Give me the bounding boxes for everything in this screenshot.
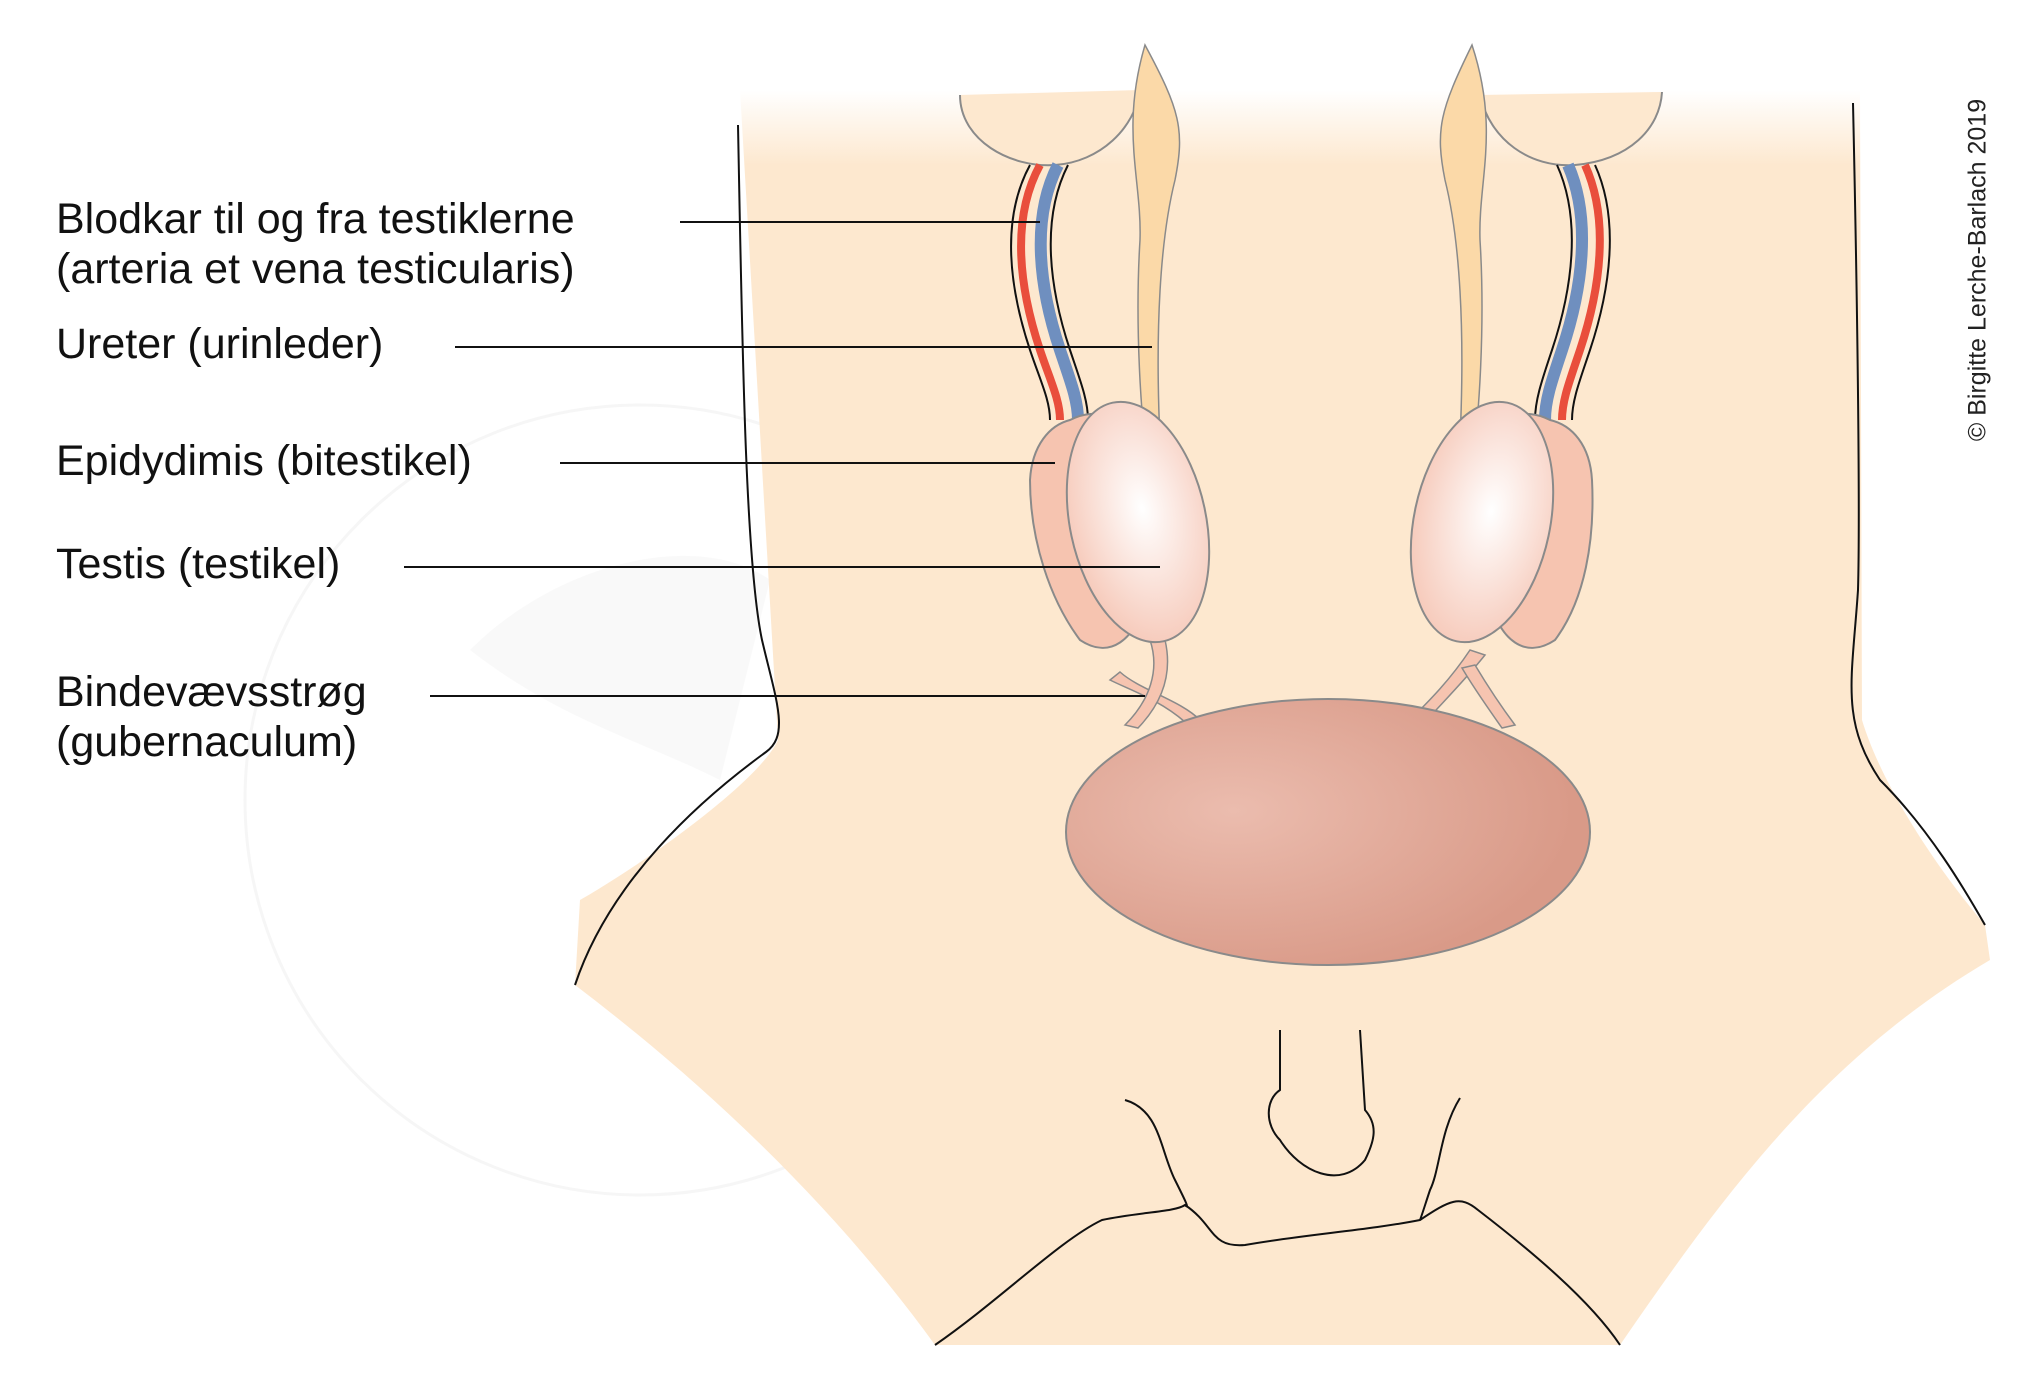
right-testicular-vein	[1539, 162, 1589, 421]
label-vessels-line1: Blodkar til og fra testiklerne	[56, 195, 575, 243]
right-kidney	[1479, 91, 1663, 167]
right-testicular-artery	[1558, 163, 1604, 421]
label-ureter: Ureter (urinleder)	[56, 320, 384, 368]
label-gubernaculum-line1: Bindevævsstrøg	[56, 668, 367, 716]
label-gubernaculum-line2: (gubernaculum)	[56, 718, 358, 766]
left-leg-crease	[1124, 1099, 1188, 1208]
left-testis	[1065, 400, 1211, 644]
right-gubernaculum-2	[1460, 664, 1517, 729]
left-gubernaculum-2	[1123, 639, 1169, 729]
penis-outline	[1267, 1029, 1375, 1177]
groin-outline	[934, 1200, 1621, 1346]
label-epididymis: Epidydimis (bitestikel)	[56, 437, 472, 485]
torso-right-outline	[1850, 102, 1986, 926]
torso-left-outline	[574, 124, 780, 986]
left-testicular-artery	[1017, 163, 1064, 421]
right-testis	[1409, 400, 1555, 644]
right-leg-crease	[1419, 1097, 1461, 1221]
label-testis: Testis (testikel)	[56, 540, 341, 588]
label-vessels-line2: (arteria et vena testicularis)	[56, 245, 575, 293]
bladder	[1065, 698, 1591, 966]
copyright-notice: © Birgitte Lerche-Barlach 2019	[1963, 98, 1992, 442]
left-testicular-vein	[1034, 162, 1084, 421]
